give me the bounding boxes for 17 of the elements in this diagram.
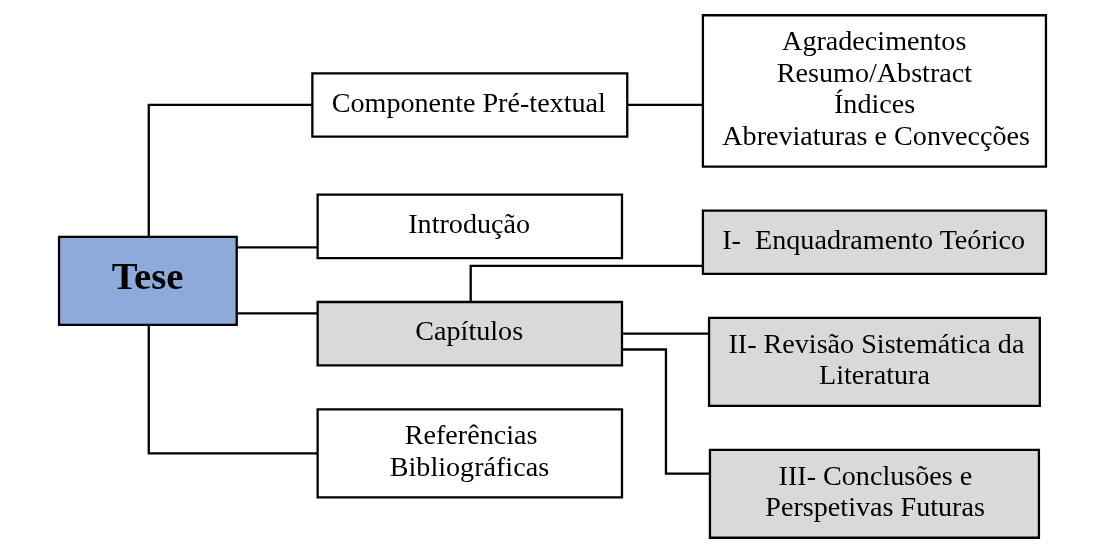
node-box: Agradecimentos Resumo/Abstract Índices Abreviaturas e Convecções [701, 14, 1047, 168]
node-box: Capítulos [316, 300, 623, 367]
connector [621, 332, 709, 335]
connector [469, 264, 703, 302]
connector [237, 246, 317, 249]
node-box: Tese [57, 235, 238, 327]
node-box: Componente Pré-textual [310, 72, 628, 138]
connector [621, 348, 710, 475]
node-box: Introdução [316, 193, 623, 260]
node-box: III- Conclusões e Perspetivas Futuras [708, 448, 1040, 539]
connector [147, 103, 312, 237]
node-box: II- Revisão Sistemática da Literatura [707, 316, 1041, 407]
node-box: I- Enquadramento Teórico [701, 209, 1047, 275]
connector [237, 312, 317, 315]
node-box: Referências Bibliográficas [316, 408, 623, 499]
connector [147, 325, 317, 455]
connector [626, 103, 703, 107]
